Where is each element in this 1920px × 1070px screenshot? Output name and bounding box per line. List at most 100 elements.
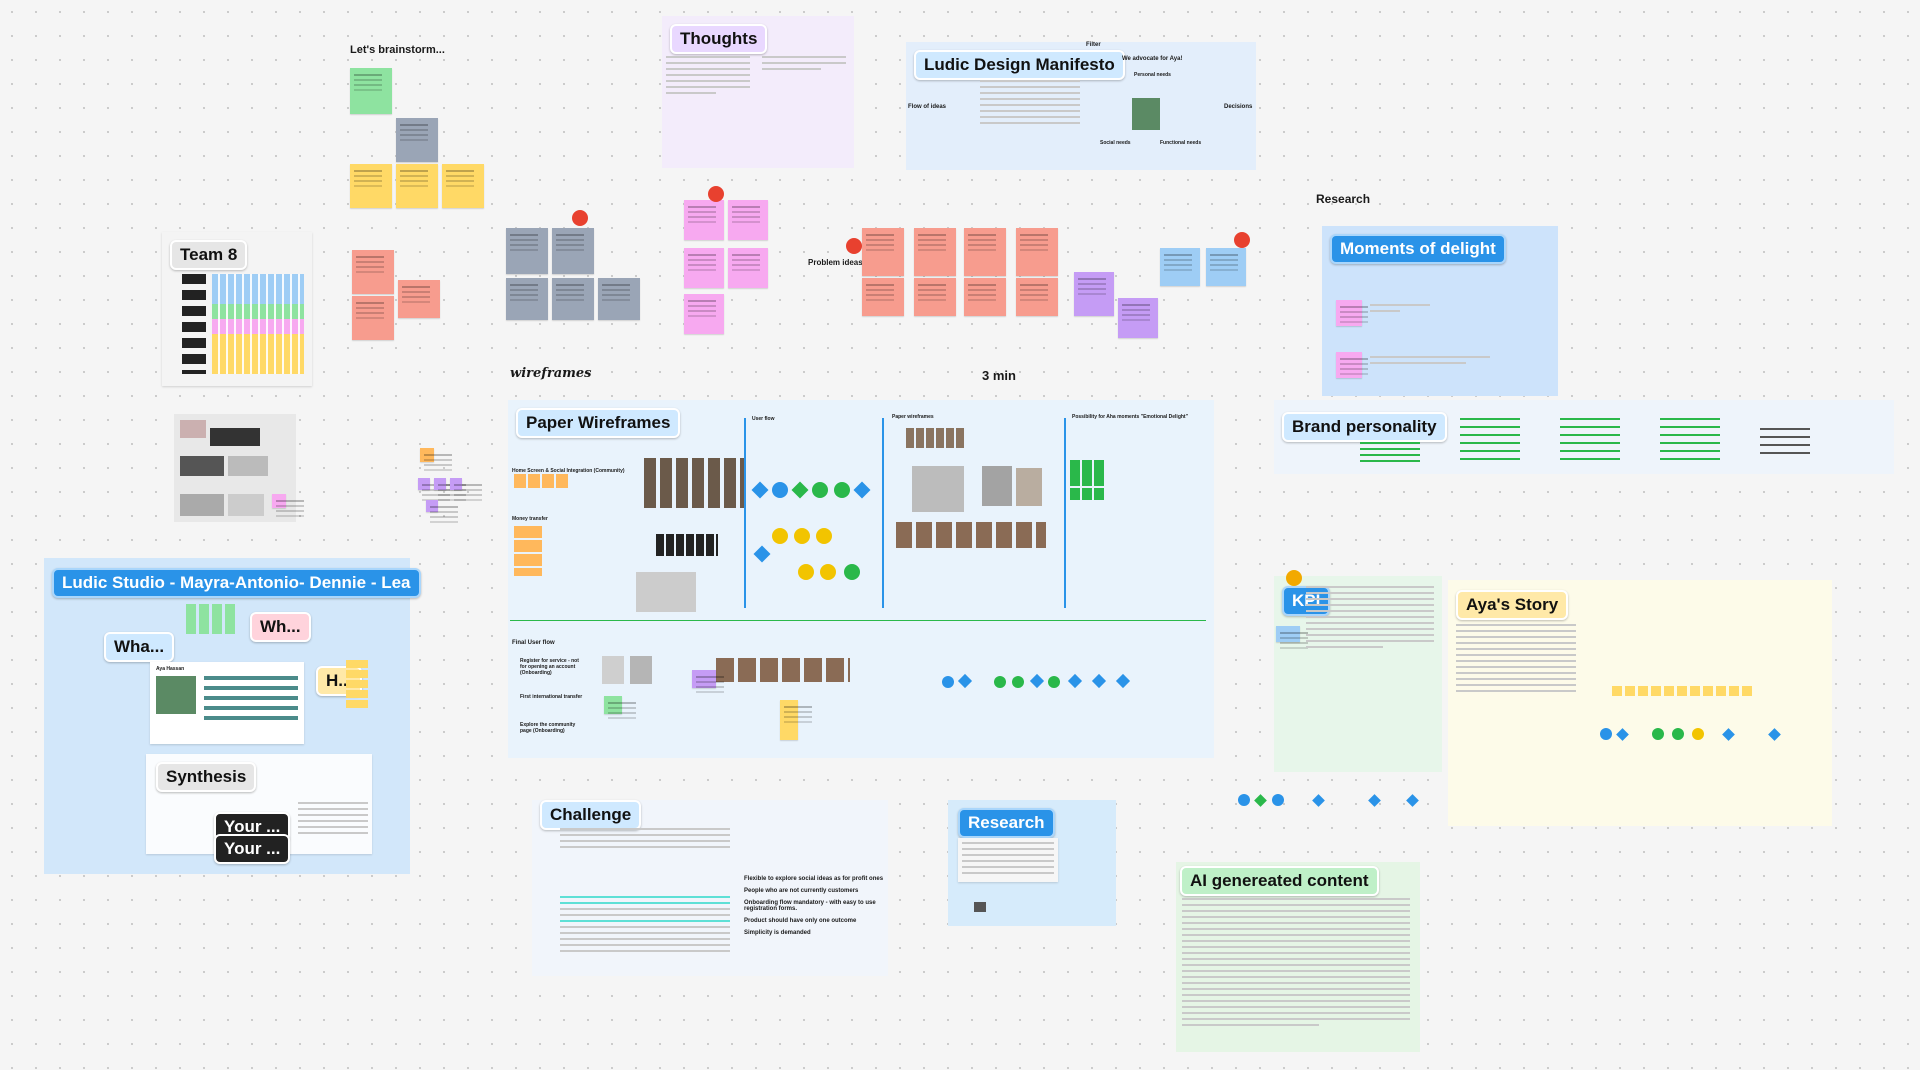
green-blocks — [1070, 460, 1104, 486]
flow-step — [820, 564, 836, 580]
challenge-tag[interactable]: Challenge — [540, 800, 642, 830]
sticky-note[interactable] — [692, 670, 724, 688]
brand-scale-group — [1760, 428, 1810, 458]
flow-step — [1672, 728, 1684, 740]
sticky-note[interactable] — [350, 164, 392, 208]
thoughts-text — [666, 56, 750, 98]
ai-content-tag[interactable]: AI genereated content — [1180, 866, 1379, 896]
problem-ideas-label: Problem ideas — [808, 258, 863, 267]
sticky-note[interactable] — [350, 68, 392, 114]
sticky-note[interactable] — [914, 228, 956, 276]
manifesto-tag[interactable]: Ludic Design Manifesto — [914, 50, 1125, 80]
final-user-flow-label: Final User flow — [512, 640, 555, 646]
sticky-note[interactable] — [352, 250, 394, 294]
sticky-note[interactable] — [1016, 228, 1058, 276]
sticky-note[interactable] — [598, 278, 640, 320]
sticky-note[interactable] — [728, 200, 768, 240]
sticky-note[interactable] — [420, 448, 452, 462]
wireframe-orange-group — [514, 474, 570, 488]
synthesis-notes — [298, 802, 368, 838]
challenge-item: Simplicity is demanded — [744, 930, 811, 936]
sticky-note[interactable] — [862, 228, 904, 276]
decisions-label: Decisions — [1224, 104, 1253, 110]
challenge-item: Onboarding flow mandatory - with easy to… — [744, 900, 876, 912]
team-8-tag[interactable]: Team 8 — [170, 240, 248, 270]
flow-step — [798, 564, 814, 580]
thoughts-tag[interactable]: Thoughts — [670, 24, 768, 54]
wha-tag[interactable]: Wha... — [104, 632, 175, 662]
paper-wireframes-section[interactable] — [508, 400, 1214, 758]
paper-wireframes-label: Paper wireframes — [892, 414, 934, 420]
sticky-note[interactable] — [352, 296, 394, 340]
flow-step — [1600, 728, 1612, 740]
sticky-note[interactable] — [426, 500, 458, 512]
sticky-note[interactable] — [272, 494, 304, 508]
photo — [228, 456, 268, 476]
sticky-note[interactable] — [684, 294, 724, 334]
reaction-icon — [708, 186, 724, 202]
sticky-note[interactable] — [1160, 248, 1200, 286]
sticky-note[interactable] — [450, 478, 482, 490]
sticky-note[interactable] — [1336, 300, 1368, 326]
sticky-note[interactable] — [914, 278, 956, 316]
sticky-note[interactable] — [1336, 352, 1368, 378]
reaction-icon — [1234, 232, 1250, 248]
sticky-note[interactable] — [1118, 298, 1158, 338]
personal-needs-label: Personal needs — [1134, 72, 1171, 78]
sticky-note[interactable] — [1074, 272, 1114, 316]
sticky-note[interactable] — [398, 280, 440, 318]
team-8-stickies — [212, 274, 304, 374]
sticky-note[interactable] — [684, 248, 724, 288]
flow-step — [1048, 676, 1060, 688]
sticky-note[interactable] — [396, 164, 438, 208]
brainstorm-title: Let's brainstorm... — [350, 44, 445, 56]
synthesis-tag-overlay[interactable]: Synthesis — [156, 762, 257, 792]
paper-wireframe-photo — [982, 466, 1012, 506]
sticky-note[interactable] — [862, 278, 904, 316]
sticky-note[interactable] — [780, 700, 812, 740]
ludic-studio-tag[interactable]: Ludic Studio - Mayra-Antonio- Dennie - L… — [52, 568, 421, 598]
sticky-note[interactable] — [418, 478, 450, 490]
sticky-note[interactable] — [728, 248, 768, 288]
sticky-note[interactable] — [396, 118, 438, 162]
flow-step — [994, 676, 1006, 688]
research-tag[interactable]: Research — [958, 808, 1055, 838]
research-heading: Research — [1316, 192, 1371, 206]
sticky-note[interactable] — [1206, 248, 1246, 286]
advocate-label: We advocate for Aya! — [1122, 56, 1183, 62]
divider-line — [882, 418, 884, 608]
research-doc-text — [962, 842, 1054, 878]
paper-wireframes-tag[interactable]: Paper Wireframes — [516, 408, 681, 438]
sticky-note[interactable] — [552, 278, 594, 320]
flow-step — [1012, 676, 1024, 688]
sticky-note[interactable] — [964, 228, 1006, 276]
brand-personality-tag[interactable]: Brand personality — [1282, 412, 1447, 442]
sticky-note[interactable] — [506, 228, 548, 274]
flow-of-ideas-label: Flow of ideas — [908, 104, 947, 110]
ai-content-text — [1182, 898, 1410, 1030]
flow-step — [1272, 794, 1284, 806]
sticky-note[interactable] — [1276, 626, 1308, 642]
green-blocks — [1070, 488, 1104, 500]
sticky-note[interactable] — [434, 478, 466, 490]
challenge-item: Product should have only one outcome — [744, 918, 857, 924]
wh-tag[interactable]: Wh... — [250, 612, 311, 642]
ayas-story-tag[interactable]: Aya's Story — [1456, 590, 1569, 620]
yellow-grid — [346, 660, 368, 710]
paper-wireframe-photos — [896, 522, 1046, 548]
your-tag-2[interactable]: Your ... — [214, 834, 291, 864]
sticky-note[interactable] — [506, 278, 548, 320]
wireframes-label: wireframes — [510, 366, 592, 381]
sticky-note[interactable] — [552, 228, 594, 274]
sticky-note[interactable] — [964, 278, 1006, 316]
sticky-note[interactable] — [604, 696, 636, 714]
sticky-note[interactable] — [442, 164, 484, 208]
brand-scale-group — [1660, 418, 1720, 462]
ayas-story-section[interactable] — [1448, 580, 1832, 826]
sticky-note[interactable] — [1016, 278, 1058, 316]
reaction-icon — [846, 238, 862, 254]
moments-of-delight-tag[interactable]: Moments of delight — [1330, 234, 1506, 264]
flow-decision — [1312, 794, 1325, 807]
sticky-note[interactable] — [684, 200, 724, 240]
ayas-story-text — [1456, 624, 1576, 696]
